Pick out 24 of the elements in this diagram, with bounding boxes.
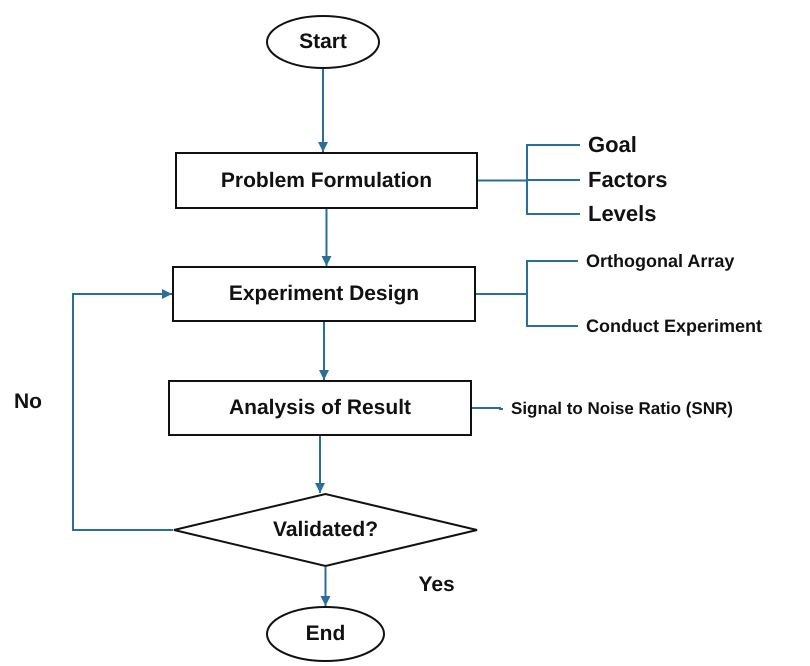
bracket-line <box>478 180 580 215</box>
arrow <box>318 69 328 152</box>
node-label: Start <box>299 30 347 54</box>
bracket-line <box>476 293 578 327</box>
annotation-text: Signal to Noise Ratio (SNR) <box>511 399 733 419</box>
annotation-text: Factors <box>588 167 668 193</box>
arrow <box>315 436 325 493</box>
node-label: End <box>306 622 346 646</box>
node-label: Validated? <box>272 518 378 542</box>
bracket-line <box>472 407 503 410</box>
node-label: Experiment Design <box>228 282 420 306</box>
annotation-text: Conduct Experiment <box>586 316 762 336</box>
arrow <box>319 322 329 380</box>
arrow <box>72 289 173 531</box>
arrow <box>322 209 332 266</box>
process-box <box>168 380 472 436</box>
process-box <box>175 152 478 209</box>
arrow <box>320 567 330 606</box>
annotation-text: Orthogonal Array <box>586 250 734 272</box>
node-label: Analysis of Result <box>228 396 412 420</box>
node-label: Problem Formulation <box>220 168 432 192</box>
process-box <box>172 266 476 322</box>
annotation-text: Levels <box>588 201 656 227</box>
annotation-text: Goal <box>588 132 637 158</box>
